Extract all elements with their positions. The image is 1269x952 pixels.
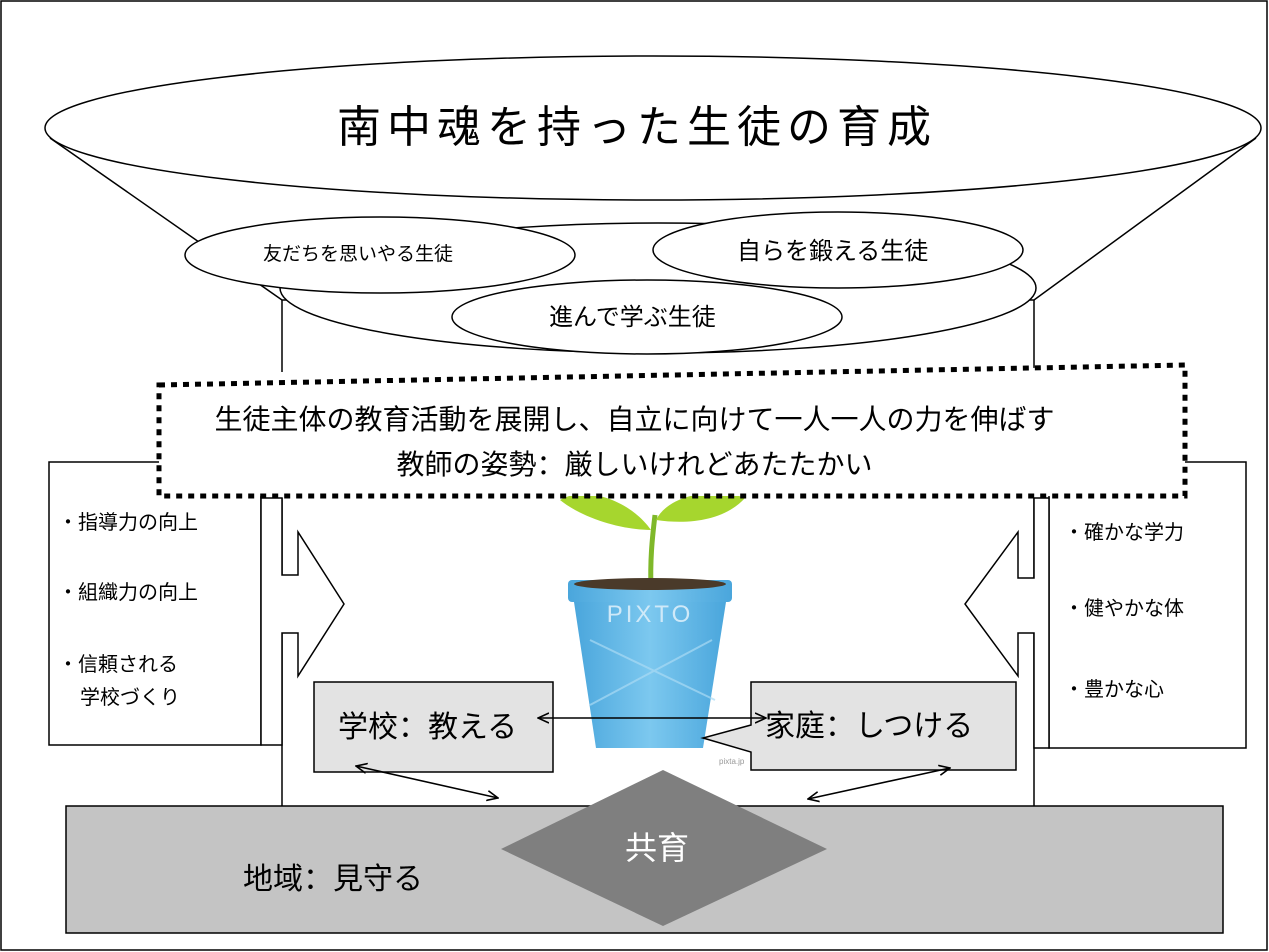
left-list-box	[48, 461, 262, 746]
home-label: 家庭：しつける	[765, 709, 974, 744]
potted-sprout-icon: PIXTO pixta.jp	[560, 493, 745, 766]
right-block-arrow	[964, 461, 1247, 749]
left-list-item-2: ・組織力の向上	[58, 580, 198, 604]
left-block-arrow	[48, 461, 345, 746]
school-box	[313, 681, 554, 773]
goal-label-right: 自らを鍛える生徒	[737, 237, 929, 265]
banner-line-1: 生徒主体の教育活動を展開し、自立に向けて一人一人の力を伸ばす	[214, 403, 1055, 436]
page-title: 南中魂を持った生徒の育成	[337, 102, 937, 153]
goal-oval-center	[451, 279, 843, 355]
right-list-item-1: ・確かな学力	[1064, 520, 1184, 544]
dotted-banner-outline	[156, 362, 1188, 499]
goal-oval-right	[652, 211, 1024, 289]
illustration-watermark: PIXTO	[607, 601, 694, 628]
goal-ovals	[184, 211, 1037, 355]
illustration-credit: pixta.jp	[719, 757, 745, 766]
banner-line-2: 教師の姿勢：厳しいけれどあたたかい	[396, 448, 873, 481]
arrow-home-community	[808, 768, 950, 799]
left-list-item-3-line-1: ・信頼される	[58, 652, 178, 676]
right-list-item-3: ・豊かな心	[1064, 677, 1164, 701]
community-label: 地域：見守る	[243, 862, 423, 897]
school-label: 学校：教える	[338, 710, 518, 745]
goal-label-left: 友だちを思いやる生徒	[263, 243, 454, 265]
right-list-box	[1048, 461, 1247, 749]
center-diamond-label: 共育	[625, 829, 690, 867]
title-ellipse	[44, 55, 1262, 201]
arrow-school-community	[356, 766, 498, 798]
center-diamond	[501, 770, 827, 926]
right-list-item-2: ・健やかな体	[1064, 596, 1184, 620]
left-list-item-3-line-2: 学校づくり	[80, 685, 180, 709]
goal-label-center: 進んで学ぶ生徒	[549, 303, 716, 331]
goal-oval-left	[184, 216, 576, 294]
left-list-item-1: ・指導力の向上	[58, 510, 198, 534]
home-callout	[700, 681, 1017, 771]
connector-arrows	[356, 718, 950, 799]
